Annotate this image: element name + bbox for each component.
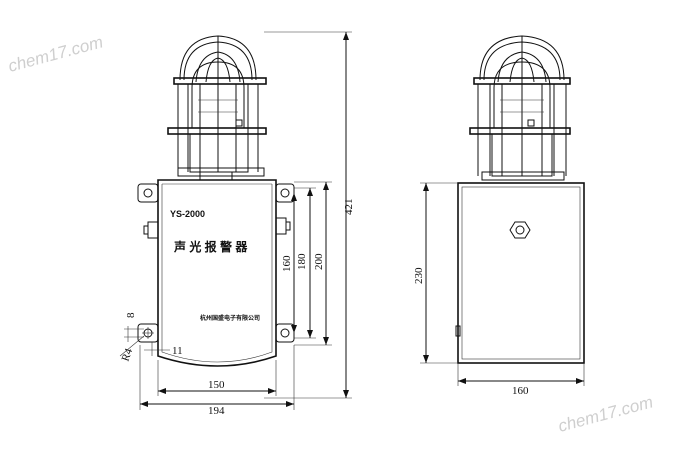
- product-name-label: 声 光 报 警 器: [173, 239, 248, 254]
- side-lamp-cage: [469, 35, 571, 181]
- model-label: YS-2000: [170, 209, 205, 219]
- svg-text:194: 194: [208, 405, 225, 417]
- front-view: YS-2000 声 光 报 警 器 杭州国盛电子有限公司 421 200: [120, 31, 355, 417]
- svg-text:160: 160: [512, 385, 529, 397]
- dim-side-width: 160: [457, 363, 585, 397]
- dim-height-total: 421: [264, 31, 355, 399]
- front-housing: [143, 179, 291, 367]
- svg-text:8: 8: [125, 312, 137, 318]
- dim-side-height: 230: [413, 182, 458, 364]
- svg-text:180: 180: [296, 253, 308, 270]
- svg-text:421: 421: [343, 199, 355, 216]
- dim-height-body: 200: [294, 181, 332, 346]
- watermark-bottom-right: chem17.com: [556, 392, 655, 436]
- side-housing: [455, 182, 585, 364]
- svg-text:230: 230: [413, 267, 425, 284]
- front-lamp-cage: [167, 35, 267, 180]
- svg-text:160: 160: [281, 255, 293, 272]
- svg-text:11: 11: [172, 345, 183, 357]
- svg-text:150: 150: [208, 379, 225, 391]
- svg-text:R4: R4: [120, 346, 136, 363]
- dim-width-total: 194: [139, 345, 295, 417]
- dim-width-body: 150: [157, 360, 277, 396]
- company-plate-label: 杭州国盛电子有限公司: [200, 314, 260, 322]
- watermark-top-left: chem17.com: [6, 32, 105, 76]
- dim-hole-details: 8 R4 11: [120, 312, 183, 363]
- svg-text:200: 200: [313, 253, 325, 270]
- dim-height-mount-inner: 160: [281, 193, 297, 333]
- dim-height-mount-outer: 180: [294, 187, 316, 339]
- side-view: 230 160: [413, 35, 585, 397]
